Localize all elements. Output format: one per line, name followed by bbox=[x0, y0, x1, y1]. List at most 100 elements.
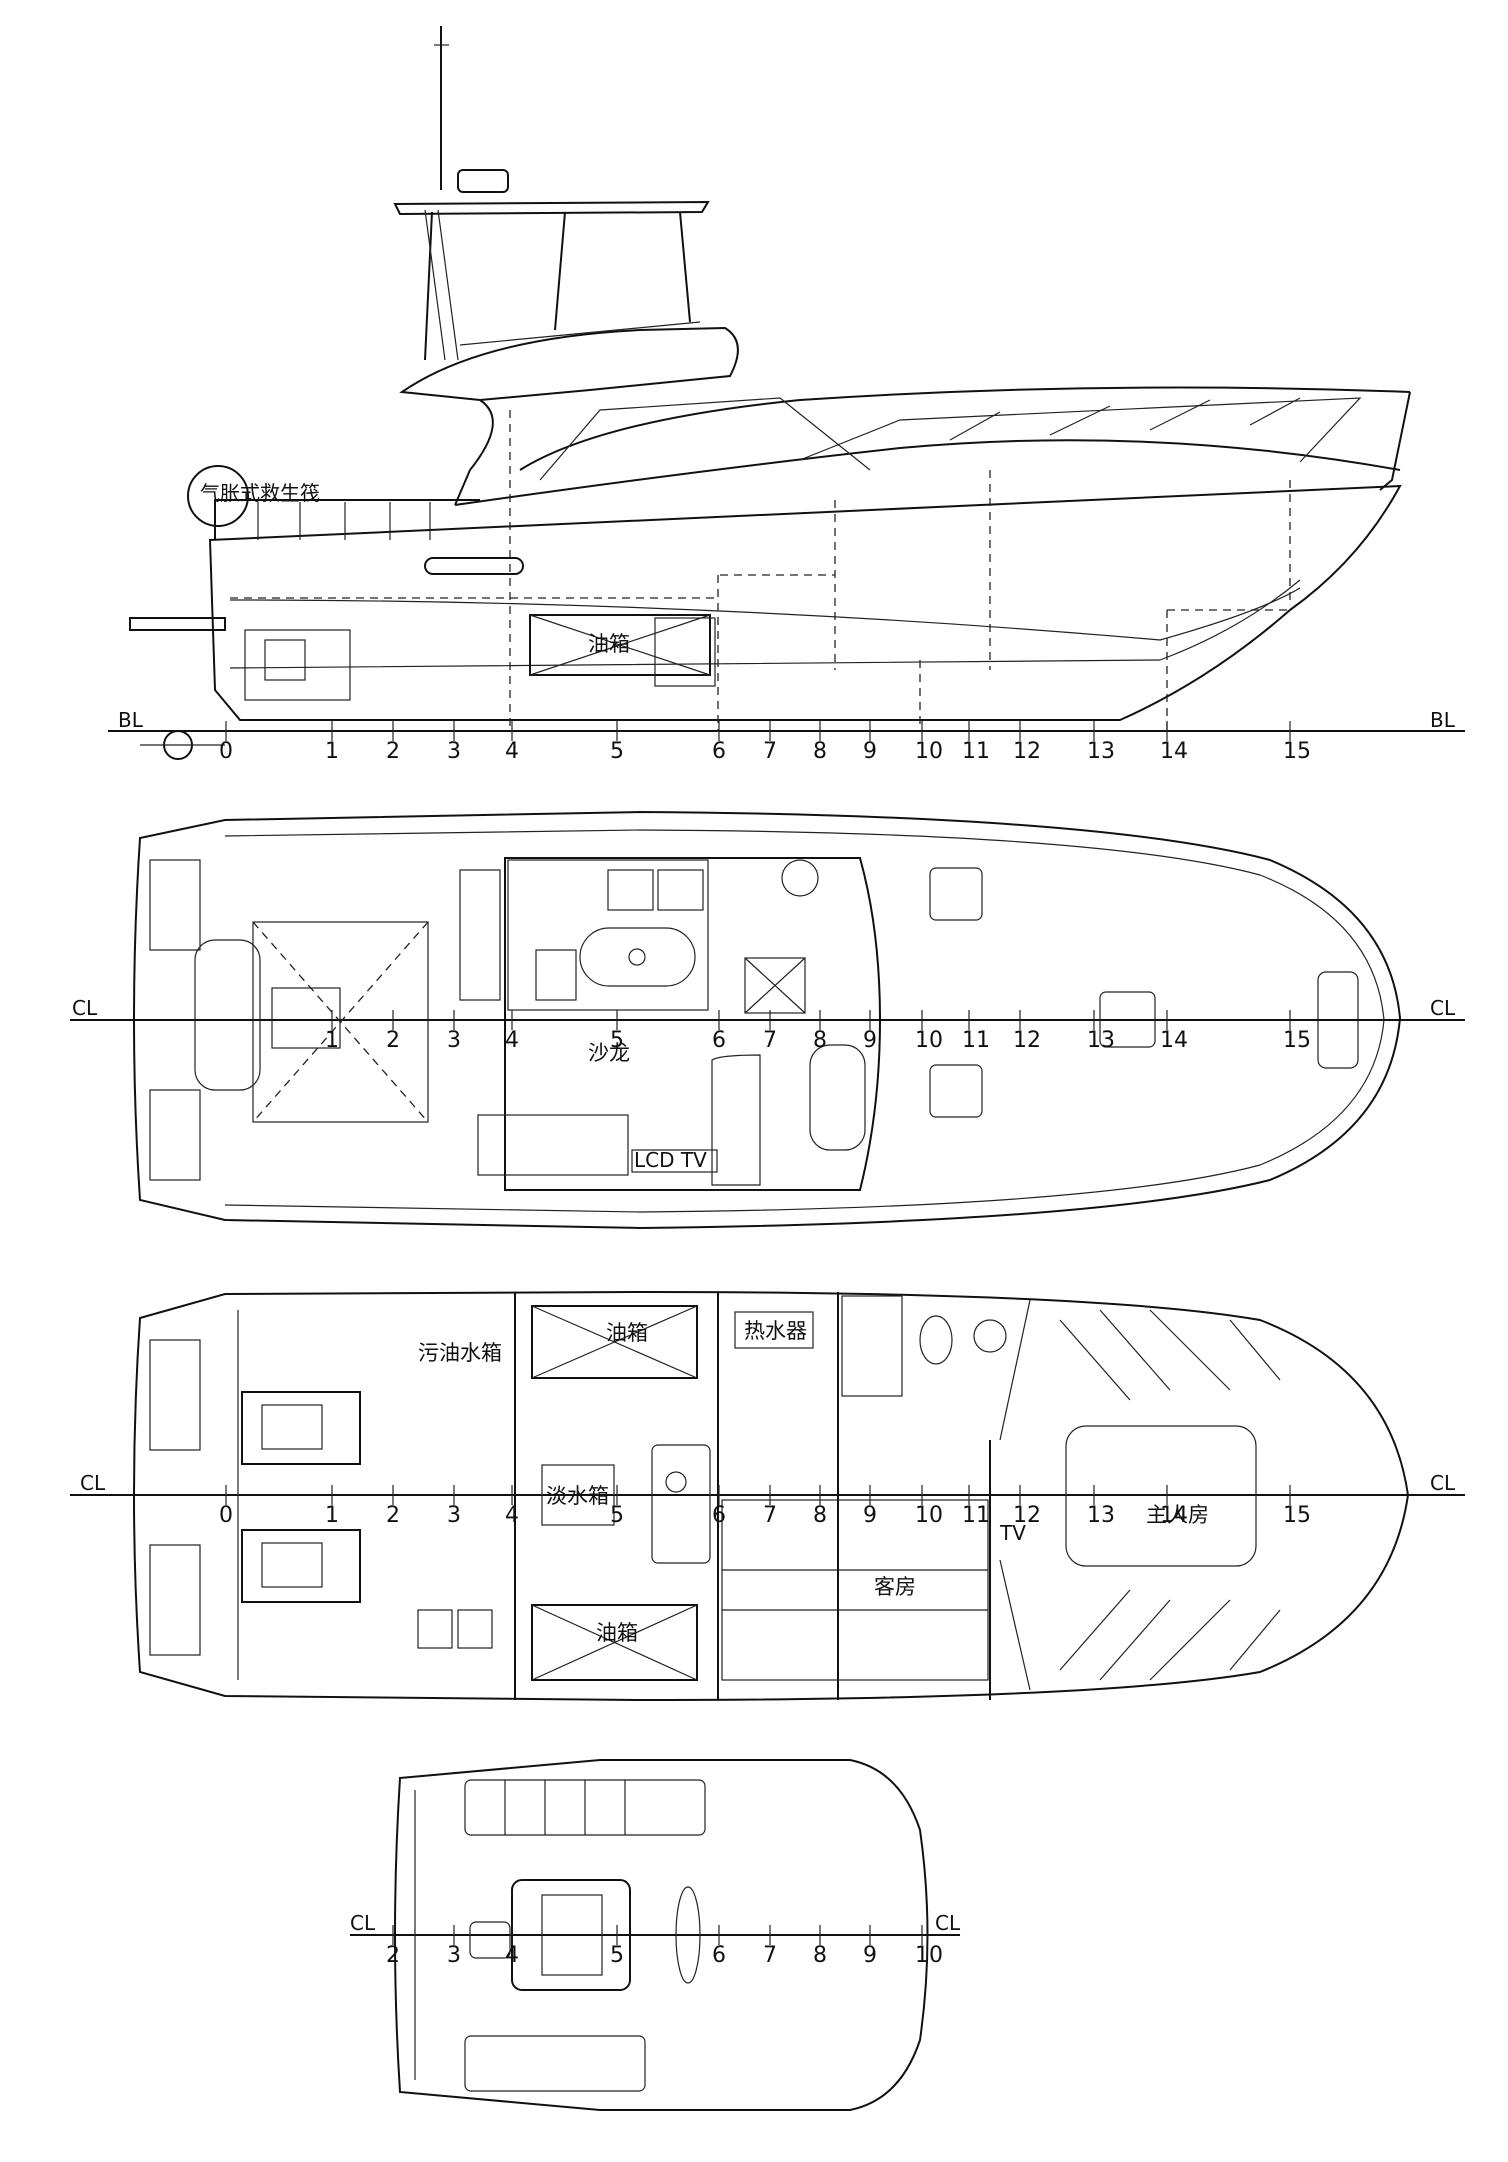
flybridge-seat-fwd bbox=[464, 2035, 646, 2092]
side-fuel-tank bbox=[529, 614, 711, 676]
side-station-label: 5 bbox=[610, 739, 624, 764]
deck-station-label: 13 bbox=[1087, 1028, 1115, 1053]
lower-station-label: 5 bbox=[610, 1503, 624, 1528]
fly-station-label: 6 bbox=[712, 1943, 726, 1968]
master-room-label: 主人房 bbox=[1146, 1503, 1209, 1527]
fresh-water-tank-label: 淡水箱 bbox=[546, 1484, 609, 1508]
lower-cl-right: CL bbox=[1430, 1471, 1456, 1495]
lower-cl-left: CL bbox=[80, 1471, 106, 1495]
lower-station-label: 0 bbox=[219, 1503, 233, 1528]
fuel-tank-bottom-label: 油箱 bbox=[596, 1621, 638, 1645]
radar-dome bbox=[457, 169, 509, 193]
fly-station-label: 9 bbox=[863, 1943, 877, 1968]
liferaft-label: 气胀式救生筏 bbox=[200, 481, 320, 505]
fly-station-label: 3 bbox=[447, 1943, 461, 1968]
water-heater-label: 热水器 bbox=[744, 1319, 807, 1343]
fly-station-label: 8 bbox=[813, 1943, 827, 1968]
foredeck-hatch-2 bbox=[929, 1064, 983, 1118]
lower-station-label: 13 bbox=[1087, 1503, 1115, 1528]
lower-station-label: 10 bbox=[915, 1503, 943, 1528]
side-bl-right: BL bbox=[1430, 708, 1456, 732]
flybridge bbox=[399, 326, 739, 402]
deck-station-label: 4 bbox=[505, 1028, 519, 1053]
lower-station-label: 1 bbox=[325, 1503, 339, 1528]
anchor-locker bbox=[1317, 971, 1359, 1069]
lower-station-label: 7 bbox=[763, 1503, 777, 1528]
foredeck-hatch-1 bbox=[929, 867, 983, 921]
fly-station-label: 2 bbox=[386, 1943, 400, 1968]
transom-vents bbox=[149, 859, 261, 1181]
side-fuel-tank-label: 油箱 bbox=[588, 632, 630, 656]
side-station-label: 11 bbox=[962, 739, 990, 764]
fuel-tank-top-label: 油箱 bbox=[606, 1321, 648, 1345]
lower-station-label: 11 bbox=[962, 1503, 990, 1528]
lower-station-label: 4 bbox=[505, 1503, 519, 1528]
side-station-label: 13 bbox=[1087, 739, 1115, 764]
fly-cl-left: CL bbox=[350, 1911, 376, 1935]
side-vent bbox=[424, 557, 524, 575]
deck-station-label: 5 bbox=[610, 1028, 624, 1053]
settee bbox=[477, 1114, 629, 1176]
side-station-label: 0 bbox=[219, 739, 233, 764]
side-station-label: 3 bbox=[447, 739, 461, 764]
head bbox=[841, 1295, 903, 1397]
fresh-water-tank bbox=[541, 1464, 615, 1526]
deck-station-label: 12 bbox=[1013, 1028, 1041, 1053]
lower-station-label: 12 bbox=[1013, 1503, 1041, 1528]
side-station-label: 7 bbox=[763, 739, 777, 764]
side-station-label: 1 bbox=[325, 739, 339, 764]
sheer-line bbox=[454, 439, 1401, 506]
flybridge-outline bbox=[394, 1759, 929, 2111]
deck-station-label: 11 bbox=[962, 1028, 990, 1053]
lower-station-label: 6 bbox=[712, 1503, 726, 1528]
galley bbox=[507, 859, 709, 1011]
guest-room-label: 客房 bbox=[874, 1575, 916, 1599]
side-station-label: 12 bbox=[1013, 739, 1041, 764]
deck-station-label: 2 bbox=[386, 1028, 400, 1053]
galley-sink bbox=[579, 927, 696, 987]
side-station-label: 2 bbox=[386, 739, 400, 764]
master-berth bbox=[1065, 1425, 1257, 1567]
fly-station-label: 7 bbox=[763, 1943, 777, 1968]
side-station-label: 15 bbox=[1283, 739, 1311, 764]
deck-station-label: 6 bbox=[712, 1028, 726, 1053]
fly-station-label: 5 bbox=[610, 1943, 624, 1968]
deck-cl-left: CL bbox=[72, 996, 98, 1020]
guest-cabin bbox=[721, 1499, 989, 1681]
foredeck-hatch-3 bbox=[1099, 991, 1156, 1048]
lower-station-label: 15 bbox=[1283, 1503, 1311, 1528]
fuel-tank-bottom bbox=[531, 1604, 698, 1681]
waste-oil-tank-label: 污油水箱 bbox=[418, 1341, 502, 1365]
lower-station-label: 3 bbox=[447, 1503, 461, 1528]
side-station-label: 6 bbox=[712, 739, 726, 764]
engines bbox=[241, 1391, 361, 1603]
deck-cl-right: CL bbox=[1430, 996, 1456, 1020]
engine-hatch bbox=[252, 921, 429, 1123]
helm-chair bbox=[469, 1921, 511, 1959]
galley-box bbox=[744, 957, 806, 1014]
swim-platform bbox=[129, 617, 226, 631]
deck-station-label: 8 bbox=[813, 1028, 827, 1053]
deck-station-label: 7 bbox=[763, 1028, 777, 1053]
fuel-tank-top bbox=[531, 1305, 698, 1379]
deck-station-label: 10 bbox=[915, 1028, 943, 1053]
hardtop-roof bbox=[393, 200, 710, 216]
lower-tv-label: TV bbox=[999, 1521, 1026, 1545]
deck-outline bbox=[133, 810, 1402, 1230]
engine-side bbox=[244, 629, 351, 701]
side-station-label: 9 bbox=[863, 739, 877, 764]
dinette bbox=[711, 1054, 761, 1186]
deck-station-label: 1 bbox=[325, 1028, 339, 1053]
lower-station-label: 2 bbox=[386, 1503, 400, 1528]
engine-starboard bbox=[241, 1529, 361, 1603]
deck-station-label: 14 bbox=[1160, 1028, 1188, 1053]
deck-station-label: 9 bbox=[863, 1028, 877, 1053]
deck-station-label: 15 bbox=[1283, 1028, 1311, 1053]
lower-outline bbox=[133, 1290, 1410, 1702]
liferaft bbox=[187, 465, 249, 527]
